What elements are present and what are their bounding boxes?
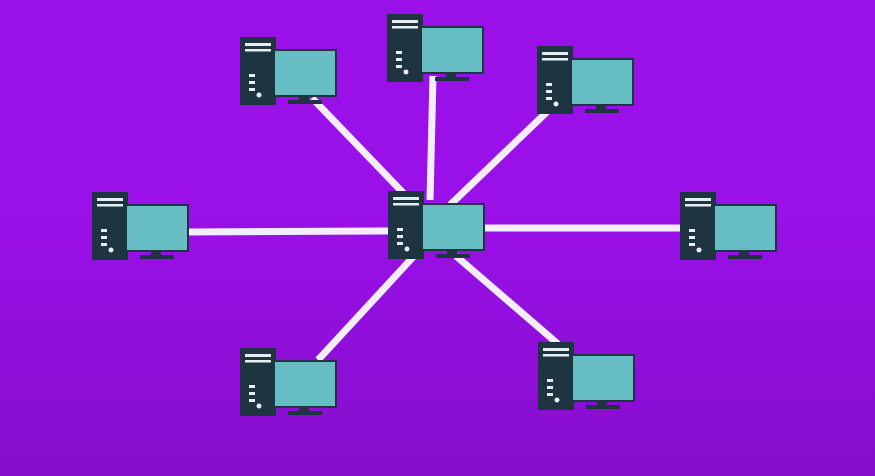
- computer-left-icon: [92, 192, 189, 260]
- computer-bottom-right-icon: [538, 342, 635, 410]
- cable-hub-to-top-center: [426, 75, 437, 201]
- network-computers: [92, 14, 777, 416]
- network-cables: [187, 75, 680, 363]
- cable-hub-to-top-left: [309, 95, 413, 203]
- cable-hub-to-top-right: [447, 105, 554, 208]
- computer-top-right-icon: [537, 46, 634, 114]
- computer-top-left-icon: [240, 37, 337, 105]
- hub-computer-icon: [388, 191, 485, 259]
- cable-hub-to-bottom-right: [453, 253, 561, 347]
- cable-hub-to-left: [187, 227, 391, 236]
- cable-hub-to-bottom-left: [315, 253, 417, 363]
- computer-top-center-icon: [387, 14, 484, 82]
- computer-right-icon: [680, 192, 777, 260]
